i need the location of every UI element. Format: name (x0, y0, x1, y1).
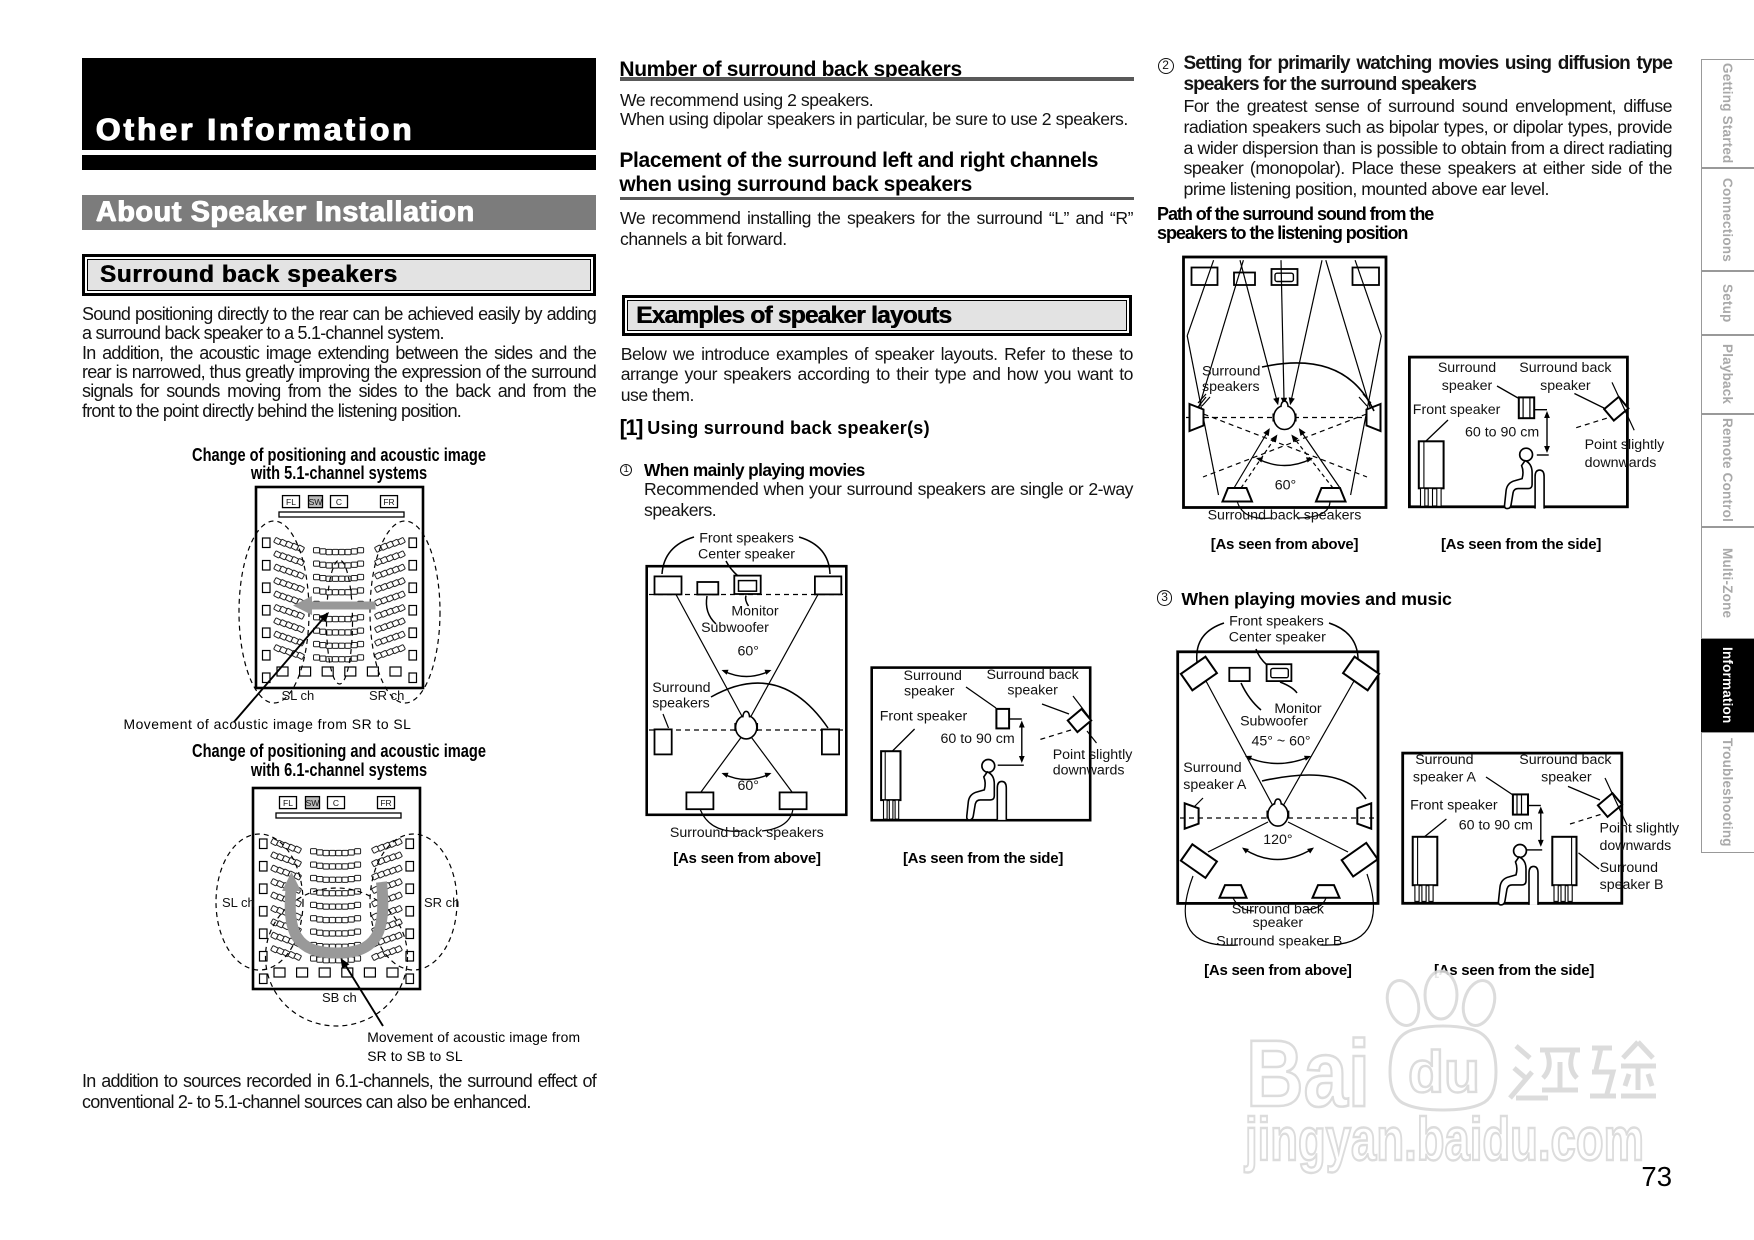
svg-text:60°: 60° (737, 778, 758, 794)
svg-text:Surround: Surround (1183, 760, 1241, 776)
svg-text:Front speaker: Front speaker (1413, 402, 1501, 418)
svg-text:speaker A: speaker A (1413, 769, 1477, 785)
svg-text:Surround back speakers: Surround back speakers (670, 825, 824, 841)
svg-text:speakers: speakers (1202, 379, 1260, 395)
svg-text:60 to 90 cm: 60 to 90 cm (941, 731, 1015, 747)
svg-text:60 to 90 cm: 60 to 90 cm (1459, 817, 1533, 833)
svg-text:Surround back: Surround back (986, 667, 1079, 683)
svg-text:Point slightly: Point slightly (1600, 821, 1681, 837)
svg-text:Surround: Surround (904, 668, 962, 684)
svg-text:Surround back: Surround back (1519, 360, 1612, 376)
svg-text:SB ch: SB ch (322, 990, 357, 1005)
svg-text:speaker B: speaker B (1600, 877, 1664, 893)
svg-text:Surround: Surround (1438, 360, 1496, 376)
svg-text:Front speaker: Front speaker (1410, 798, 1498, 814)
svg-text:speaker: speaker (1442, 378, 1493, 394)
svg-text:FR: FR (383, 497, 394, 507)
svg-text:Surround back speakers: Surround back speakers (1208, 508, 1362, 524)
svg-text:Front speakers: Front speakers (699, 531, 794, 547)
svg-text:Monitor: Monitor (1274, 701, 1322, 717)
svg-text:Monitor: Monitor (731, 603, 779, 619)
svg-text:downwards: downwards (1585, 455, 1657, 471)
svg-text:speaker A: speaker A (1183, 777, 1247, 793)
svg-text:Surround: Surround (1600, 860, 1658, 876)
svg-text:downwards: downwards (1600, 838, 1672, 854)
svg-text:FL: FL (286, 497, 296, 507)
svg-text:speaker: speaker (1540, 378, 1591, 394)
svg-text:SL ch: SL ch (222, 895, 255, 910)
svg-text:60°: 60° (1275, 478, 1296, 494)
svg-text:Surround: Surround (1202, 363, 1260, 379)
svg-text:Surround: Surround (652, 680, 710, 696)
svg-text:SW: SW (309, 497, 323, 507)
svg-text:jingyan.baidu.com: jingyan.baidu.com (1244, 1106, 1644, 1173)
svg-text:Bai: Bai (1246, 1021, 1370, 1127)
svg-text:speakers: speakers (652, 695, 710, 711)
svg-text:45° ~ 60°: 45° ~ 60° (1251, 733, 1310, 749)
svg-text:speaker: speaker (904, 684, 955, 700)
svg-text:Point slightly: Point slightly (1053, 747, 1134, 763)
svg-text:60 to 90 cm: 60 to 90 cm (1465, 425, 1539, 441)
svg-text:Surround back: Surround back (1232, 901, 1325, 917)
svg-text:Subwoofer: Subwoofer (1240, 714, 1308, 730)
svg-text:Surround: Surround (1415, 752, 1473, 768)
svg-text:Surround back: Surround back (1519, 752, 1612, 768)
svg-text:FL: FL (283, 798, 293, 808)
svg-text:C: C (333, 798, 339, 808)
svg-text:downwards: downwards (1053, 763, 1125, 779)
svg-text:speaker: speaker (1007, 683, 1058, 699)
svg-text:Center speaker: Center speaker (1229, 630, 1326, 646)
svg-text:Front speakers: Front speakers (1229, 614, 1324, 630)
svg-text:du: du (1408, 1040, 1480, 1105)
svg-text:120°: 120° (1263, 832, 1292, 848)
svg-text:Center speaker: Center speaker (698, 546, 795, 562)
svg-text:SW: SW (306, 798, 320, 808)
svg-text:C: C (336, 497, 342, 507)
svg-text:SR ch: SR ch (424, 895, 459, 910)
svg-text:Subwoofer: Subwoofer (701, 620, 769, 636)
svg-text:Point slightly: Point slightly (1585, 437, 1666, 453)
svg-text:Front speaker: Front speaker (880, 708, 968, 724)
svg-text:SR ch: SR ch (369, 688, 404, 703)
svg-text:SL ch: SL ch (282, 688, 315, 703)
svg-text:speaker: speaker (1541, 769, 1592, 785)
svg-text:FR: FR (380, 798, 391, 808)
svg-text:60°: 60° (737, 644, 758, 660)
svg-text:speaker: speaker (1253, 915, 1304, 931)
svg-text:Surround speaker B: Surround speaker B (1216, 934, 1342, 950)
